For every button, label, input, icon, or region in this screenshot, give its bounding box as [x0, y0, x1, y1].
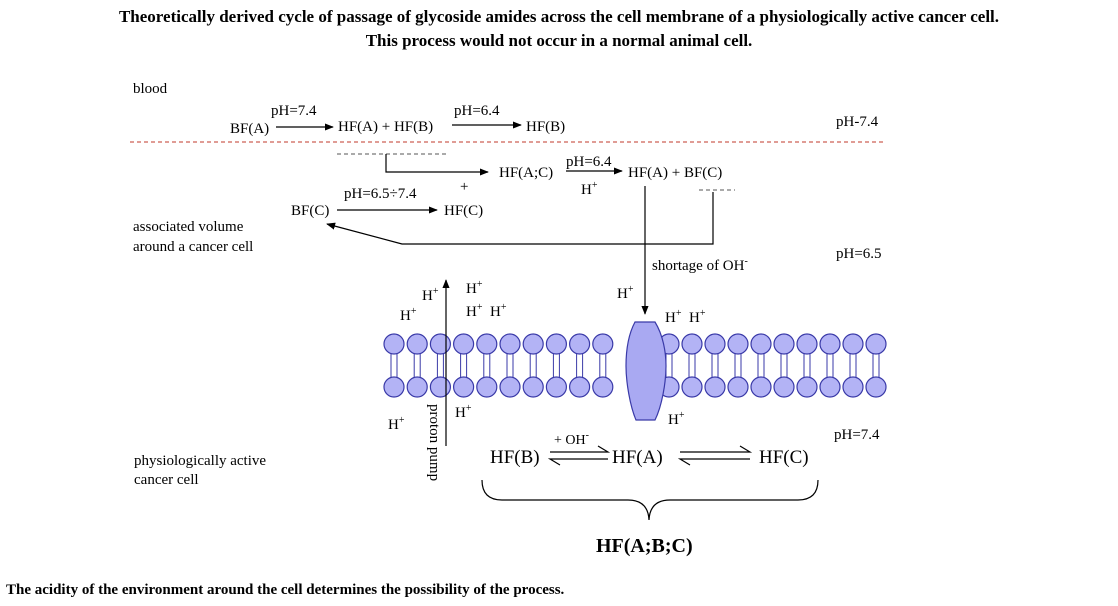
ph-arrow-label-7-4: pH=7.4 — [271, 103, 317, 119]
region-blood-label: blood — [133, 81, 168, 97]
lipid-head — [704, 376, 726, 398]
group-label-hf-abc: HF(A;B;C) — [596, 535, 693, 557]
lipid-head — [842, 333, 864, 355]
proton-h: H+ — [400, 306, 417, 324]
ph-arrow-label-6-4-blood: pH=6.4 — [454, 103, 500, 119]
species-hf-a-plus-bf-c: HF(A) + BF(C) — [628, 165, 722, 181]
lipid-head — [406, 376, 428, 398]
lipid-head — [796, 376, 818, 398]
lipid-head — [773, 376, 795, 398]
arrow-to-hf-ac — [385, 154, 489, 176]
lipid-head — [842, 376, 864, 398]
lipid-head — [773, 333, 795, 355]
lipid-head — [476, 376, 498, 398]
title-line-1: Theoretically derived cycle of passage o… — [118, 7, 1000, 26]
plus-oh-label: + OH- — [554, 430, 589, 448]
lipid-head — [819, 333, 841, 355]
protons-above-membrane: H+ H+ H+ H+ H+ H+ H+ H+ — [400, 279, 706, 326]
ph-label-blood: pH-7.4 — [836, 114, 879, 130]
ph-arrow-label-range: pH=6.5÷7.4 — [344, 186, 417, 202]
lipid-head — [406, 333, 428, 355]
proton-h-reagent: H+ — [581, 180, 598, 198]
equilibrium-arrows-b-a — [547, 445, 611, 466]
lipid-head — [727, 333, 749, 355]
region-cell-label-1: physiologically active — [134, 453, 266, 469]
proton-h: H+ — [422, 286, 439, 304]
lipid-head — [383, 333, 405, 355]
lipid-bilayer-membrane — [383, 333, 887, 398]
ph-arrow-label-6-4-assoc: pH=6.4 — [566, 154, 612, 170]
membrane-channel-protein — [625, 321, 667, 421]
lipid-head — [704, 333, 726, 355]
lipid-head — [383, 376, 405, 398]
ph-label-assoc: pH=6.5 — [836, 246, 882, 262]
lipid-head — [819, 376, 841, 398]
plus-sign: + — [460, 179, 468, 195]
lipid-head — [865, 333, 887, 355]
lipid-head — [476, 333, 498, 355]
footer-note: The acidity of the environment around th… — [6, 582, 565, 598]
lipid-head — [522, 333, 544, 355]
arrow-return-to-bf-c — [326, 192, 714, 245]
lipid-head — [499, 376, 521, 398]
species-hf-b: HF(B) — [526, 119, 565, 135]
equilibrium-arrows-a-c — [677, 445, 753, 466]
proton-pump-label: proton pump — [426, 404, 442, 481]
lipid-head — [750, 376, 772, 398]
lipid-head — [727, 376, 749, 398]
lipid-head — [568, 376, 591, 398]
proton-h: H+ — [466, 302, 483, 320]
lipid-head — [681, 333, 703, 355]
proton-h: H+ — [466, 279, 483, 297]
species-hf-c: HF(C) — [444, 203, 483, 219]
species-bf-c: BF(C) — [291, 203, 329, 219]
proton-h: H+ — [617, 284, 634, 302]
cell-species-hf-c: HF(C) — [759, 447, 809, 468]
lipid-head — [592, 376, 614, 398]
grouping-brace — [481, 479, 819, 521]
species-hf-ac: HF(A;C) — [499, 165, 553, 181]
species-bf-a: BF(A) — [230, 121, 269, 137]
region-assoc-label-1: associated volume — [133, 219, 244, 235]
lipid-head — [453, 333, 475, 355]
shortage-of-oh-label: shortage of OH- — [652, 256, 748, 274]
species-hf-a-plus-hf-b: HF(A) + HF(B) — [338, 119, 433, 135]
cell-species-hf-b: HF(B) — [490, 447, 540, 468]
region-cell-label-2: cancer cell — [134, 472, 199, 488]
lipid-head — [453, 376, 475, 398]
lipid-head — [750, 333, 772, 355]
ph-label-cell: pH=7.4 — [834, 427, 880, 443]
lipid-head — [865, 376, 887, 398]
lipid-head — [568, 333, 591, 355]
proton-h: H+ — [689, 308, 706, 326]
lipid-head — [429, 333, 451, 355]
lipid-head — [545, 333, 568, 355]
protons-below-membrane: H+ H+ H+ — [388, 403, 685, 433]
cell-species-hf-a: HF(A) — [612, 447, 663, 468]
lipid-head — [499, 333, 521, 355]
proton-h: H+ — [665, 308, 682, 326]
lipid-head — [522, 376, 544, 398]
proton-h: H+ — [668, 410, 685, 428]
lipid-head — [592, 333, 614, 355]
proton-h: H+ — [490, 302, 507, 320]
lipid-head — [681, 376, 703, 398]
region-assoc-label-2: around a cancer cell — [133, 239, 253, 255]
title-line-2: This process would not occur in a normal… — [365, 31, 753, 50]
proton-h: H+ — [388, 415, 405, 433]
proton-h: H+ — [455, 403, 472, 421]
lipid-head — [545, 376, 568, 398]
lipid-head — [429, 376, 451, 398]
lipid-head — [796, 333, 818, 355]
